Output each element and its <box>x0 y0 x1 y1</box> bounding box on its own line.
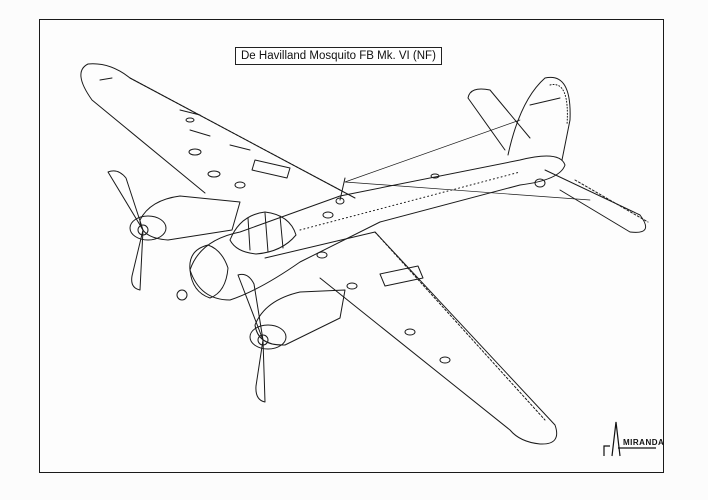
starboard-aileron <box>379 265 424 287</box>
port-engine-nacelle <box>139 195 241 241</box>
rudder <box>549 84 568 126</box>
port-tailplane <box>467 88 531 151</box>
nose-guns <box>176 289 188 301</box>
drawing-title: De Havilland Mosquito FB Mk. VI (NF) <box>235 47 442 65</box>
artist-signature-logo <box>603 421 656 457</box>
starboard-tailplane <box>544 169 647 233</box>
starboard-wing <box>264 231 558 445</box>
tail-fin <box>507 76 571 161</box>
fuselage <box>189 155 566 301</box>
drawing-frame <box>39 19 664 473</box>
artist-signature-text: MIRANDA <box>623 438 665 447</box>
port-aileron <box>251 159 291 179</box>
port-propeller <box>107 170 144 291</box>
port-wing <box>80 63 356 199</box>
port-wing-trailing-flap <box>129 77 341 191</box>
antenna-mast <box>339 177 346 201</box>
starboard-engine-nacelle <box>254 289 346 346</box>
starboard-propeller <box>237 273 266 403</box>
cockpit-canopy <box>229 211 297 255</box>
nose-cone <box>189 244 229 299</box>
